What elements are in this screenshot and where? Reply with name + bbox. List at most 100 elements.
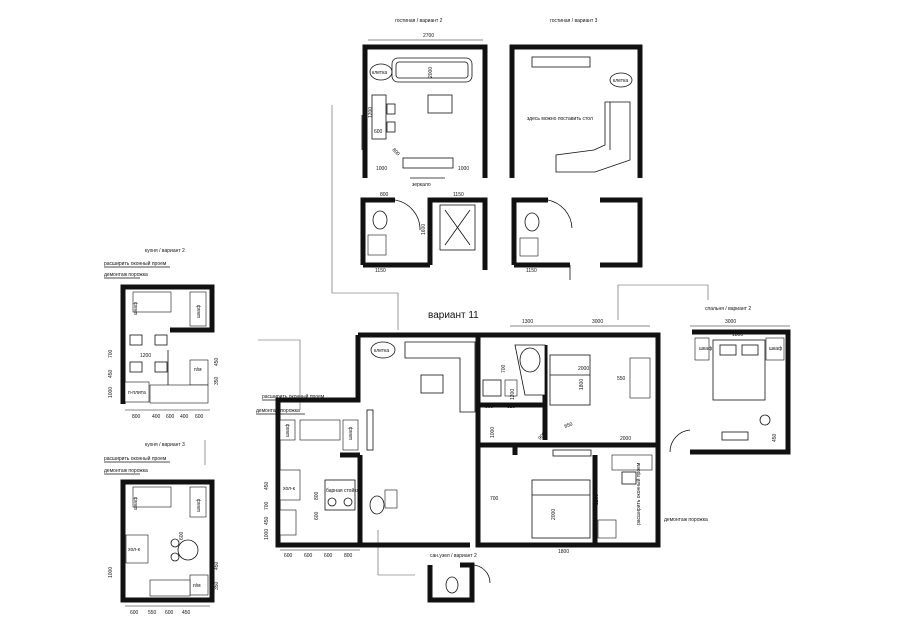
svg-text:хол-к: хол-к <box>283 486 296 492</box>
svg-text:1000: 1000 <box>376 166 387 172</box>
shelf-icon <box>597 519 617 539</box>
svg-text:350: 350 <box>214 376 220 385</box>
svg-text:600: 600 <box>179 531 185 540</box>
radiator-icon <box>366 409 374 451</box>
bedroom2-wardrobe-2 <box>765 337 785 361</box>
living2-title: гостиная / вариант 2 <box>395 18 443 24</box>
svg-text:600: 600 <box>304 553 313 559</box>
svg-text:хол-к: хол-к <box>128 547 141 553</box>
sink-icon <box>384 489 398 509</box>
svg-text:1600: 1600 <box>421 224 427 235</box>
chair-icon <box>621 471 637 485</box>
svg-text:800: 800 <box>314 491 320 500</box>
svg-text:600: 600 <box>195 414 204 420</box>
kitchen-variant-3: кухня / вариант 3 расширить оконный прое… <box>104 442 220 616</box>
fridge-icon <box>279 469 301 501</box>
living2-mirror-label: зеркало <box>412 182 431 188</box>
stool-icon <box>759 414 771 426</box>
svg-text:п-плита: п-плита <box>128 390 146 396</box>
svg-text:700: 700 <box>108 349 114 358</box>
sink-icon <box>279 509 297 536</box>
svg-text:1800: 1800 <box>558 549 569 555</box>
living2-kletka-label: клетка <box>372 70 387 76</box>
svg-text:2000: 2000 <box>551 509 557 520</box>
svg-text:600: 600 <box>324 553 333 559</box>
svg-text:шкаф: шкаф <box>133 497 139 510</box>
nightstand-icon <box>629 357 651 399</box>
svg-text:2000: 2000 <box>620 436 631 442</box>
shelf-icon <box>552 449 592 457</box>
svg-text:шкаф: шкаф <box>348 427 354 440</box>
chair-icon <box>154 334 168 346</box>
chair-icon <box>129 361 143 373</box>
widen-window-label: расширить оконный проем <box>262 393 325 400</box>
coffee-table-icon <box>420 374 444 394</box>
svg-text:400: 400 <box>152 414 161 420</box>
svg-text:шкаф: шкаф <box>285 424 291 437</box>
svg-text:450: 450 <box>264 516 270 525</box>
svg-text:1200: 1200 <box>594 494 600 505</box>
kitchen3-widen-window: расширить оконный проем <box>104 455 167 462</box>
living-room-variant-2: гостиная / вариант 2 2700 клетка 2000 12… <box>361 18 488 188</box>
table-icon <box>371 94 387 140</box>
svg-text:1000: 1000 <box>264 529 270 540</box>
svg-text:450: 450 <box>108 369 114 378</box>
svg-text:1300: 1300 <box>522 319 533 325</box>
svg-text:600: 600 <box>130 610 139 616</box>
svg-text:1200: 1200 <box>140 353 151 359</box>
bedroom2-wardrobe <box>694 337 710 361</box>
tv-stand-icon <box>531 56 591 68</box>
wc2-title: сан.узел / вариант 2 <box>430 553 477 559</box>
svg-text:450: 450 <box>264 481 270 490</box>
sink-icon <box>367 234 387 256</box>
svg-text:600: 600 <box>166 414 175 420</box>
living2-dim-top: 2700 <box>423 33 434 39</box>
svg-text:1150: 1150 <box>375 268 386 274</box>
svg-text:500: 500 <box>485 404 494 410</box>
svg-text:450: 450 <box>772 433 778 442</box>
bathtub-basin-icon <box>519 347 541 373</box>
sink-icon <box>519 237 539 257</box>
kitchen2-widen-window: расширить оконный проем <box>104 260 167 267</box>
svg-text:шкаф: шкаф <box>196 499 202 512</box>
living3-title: гостиная / вариант 3 <box>550 18 598 24</box>
svg-text:1800: 1800 <box>732 332 743 338</box>
svg-text:шкаф: шкаф <box>133 302 139 315</box>
kletka-label: клетка <box>374 348 389 354</box>
counter-icon <box>132 486 172 508</box>
main-plan: вариант 11 1300 3000 клетка 700 820 500 … <box>256 310 708 559</box>
svg-text:820: 820 <box>507 404 516 410</box>
kitchen3-remove-sill: демонтаж порожка <box>104 468 148 474</box>
chair-icon <box>129 334 143 346</box>
desk-icon <box>611 454 653 471</box>
svg-text:700: 700 <box>490 496 499 502</box>
svg-text:1200: 1200 <box>368 107 374 118</box>
wc-variant-2: сан.узел / вариант 2 <box>427 553 491 603</box>
main-title: вариант 11 <box>428 310 479 321</box>
kitchen2-title: кухня / вариант 2 <box>145 248 185 254</box>
desk-icon <box>721 431 749 441</box>
remove-sill-label: демонтаж порожка <box>256 408 300 414</box>
svg-text:850: 850 <box>564 421 574 430</box>
kitchen2-wardrobe <box>189 291 207 327</box>
svg-text:600: 600 <box>314 511 320 520</box>
toilet-icon <box>445 576 459 594</box>
washer-icon <box>504 379 518 397</box>
stove-icon <box>124 381 150 403</box>
corner-sofa-icon <box>404 341 476 413</box>
svg-text:700: 700 <box>501 364 507 373</box>
svg-text:1000: 1000 <box>108 387 114 398</box>
svg-text:1150: 1150 <box>453 192 464 198</box>
stool-icon <box>170 538 180 548</box>
svg-text:1000: 1000 <box>108 567 114 578</box>
svg-text:800: 800 <box>380 192 389 198</box>
main-widen-window-right: расширить оконный проем <box>635 462 642 525</box>
svg-text:600: 600 <box>374 129 383 135</box>
svg-text:600: 600 <box>284 553 293 559</box>
svg-text:шкаф: шкаф <box>769 346 782 352</box>
tv-stand-icon <box>402 157 454 169</box>
main-remove-sill-right: демонтаж порожка <box>664 517 708 523</box>
bed-icon <box>531 479 591 539</box>
kitchen3-wardrobe <box>189 486 207 518</box>
